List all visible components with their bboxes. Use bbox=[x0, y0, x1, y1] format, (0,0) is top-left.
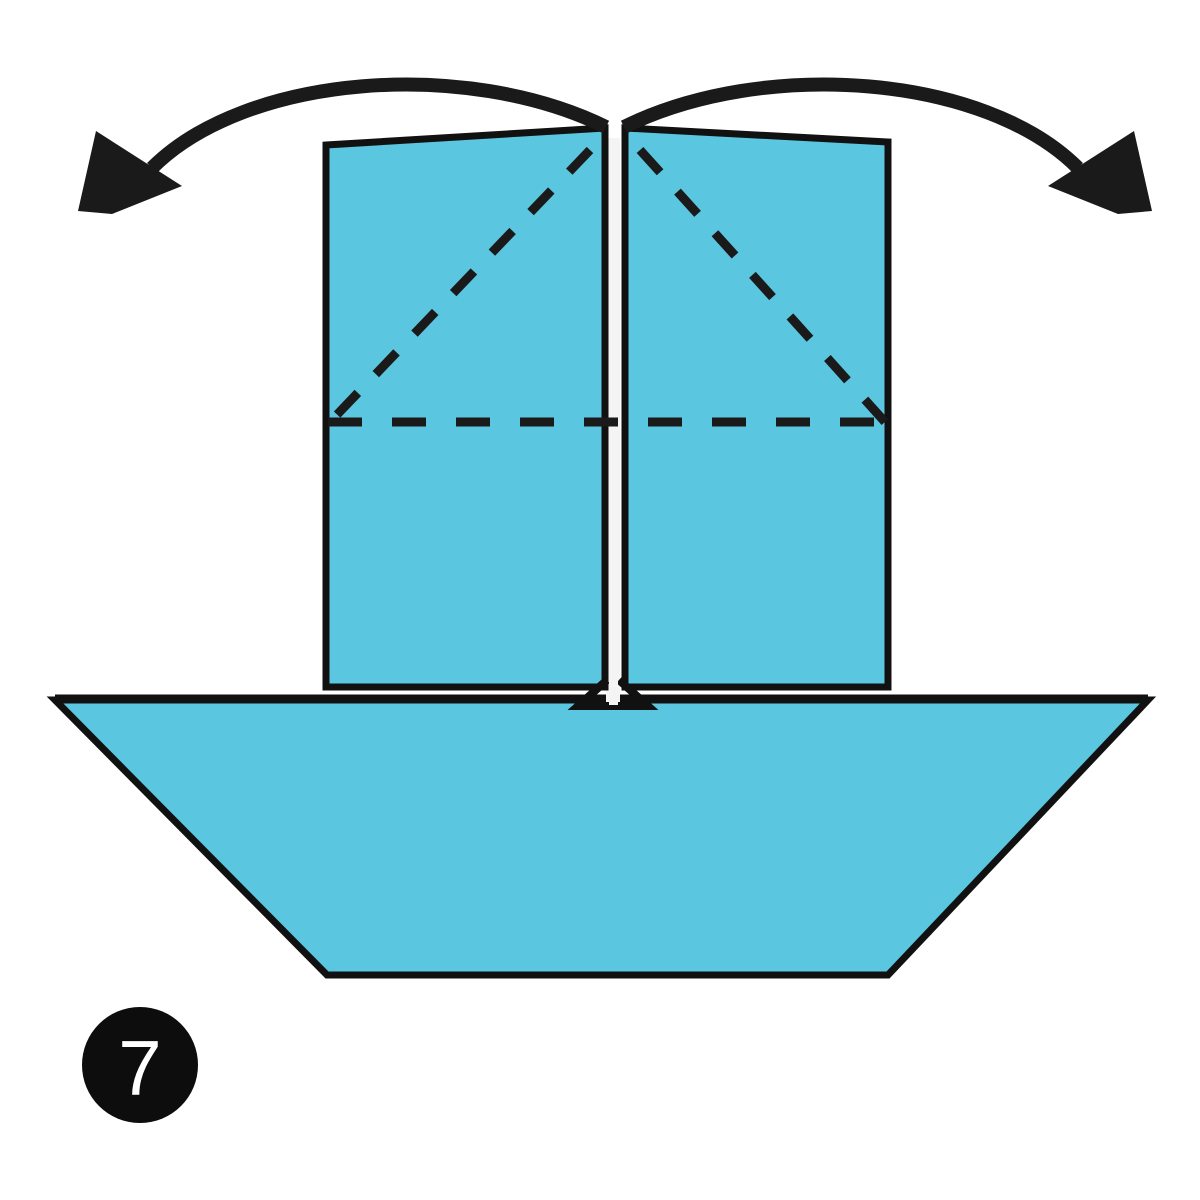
left-sail-panel bbox=[322, 124, 609, 691]
fold-right-arrow-group bbox=[620, 77, 1152, 214]
step-number-badge: 7 bbox=[82, 1007, 198, 1123]
fold-left-arrow-group bbox=[78, 77, 610, 214]
boat-hull-group bbox=[46, 694, 1157, 979]
fold-right-arrow-head bbox=[1048, 131, 1152, 214]
right-sail-panel bbox=[621, 124, 892, 691]
fold-left-arrow-head bbox=[78, 131, 182, 214]
right-diagonal-fold-line bbox=[636, 146, 889, 426]
fold-lines-group bbox=[326, 146, 889, 427]
boat-hull bbox=[46, 696, 1157, 979]
step-number-label: 7 bbox=[118, 1024, 161, 1112]
fold-right-arrow-shaft bbox=[620, 77, 1083, 173]
right-sail-panel-group bbox=[586, 124, 892, 710]
left-diagonal-fold-line bbox=[326, 146, 594, 426]
right-panel-foot bbox=[586, 677, 659, 710]
left-sail-panel-group bbox=[322, 124, 640, 710]
step-badge-circle bbox=[82, 1007, 198, 1123]
fold-left-arrow-shaft bbox=[147, 77, 610, 173]
